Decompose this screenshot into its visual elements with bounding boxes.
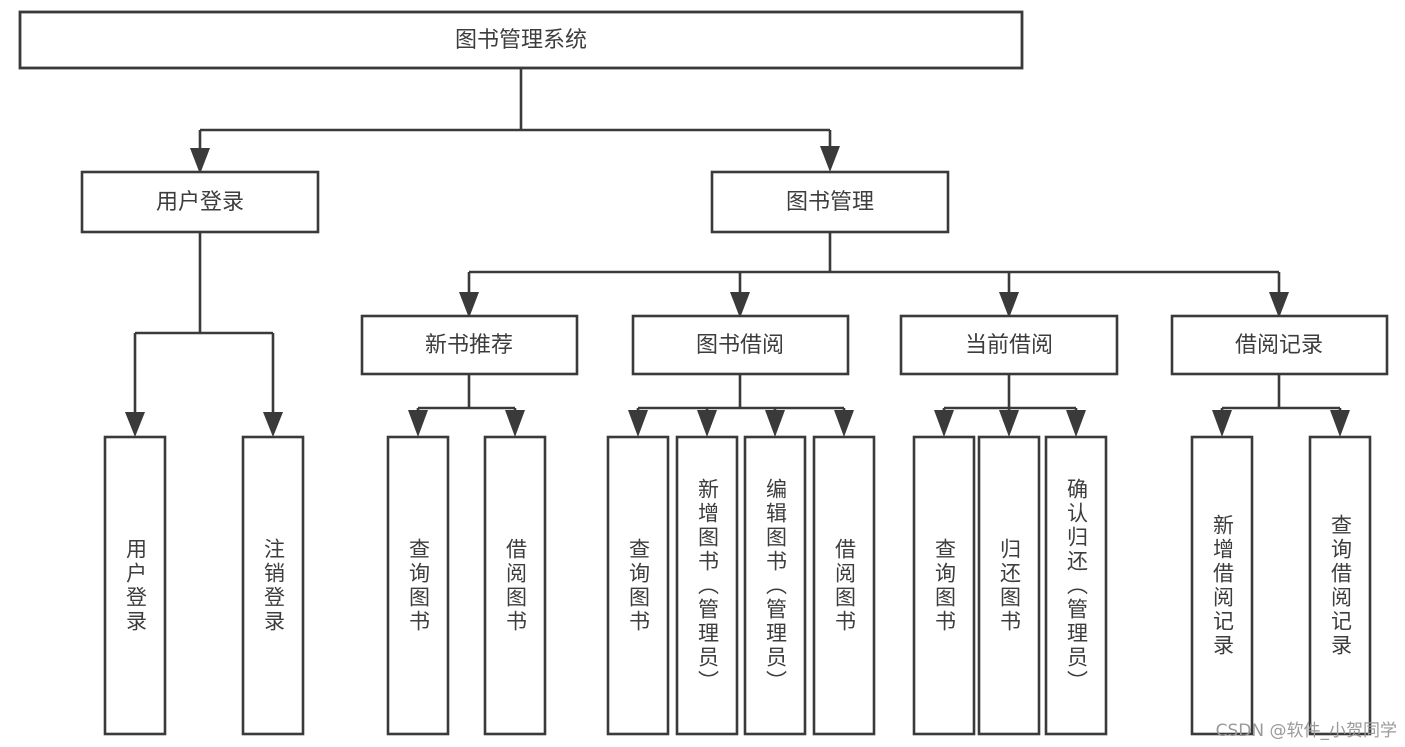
leaf-borrow-book-2-box[interactable] (812, 435, 876, 736)
leaf-user-logout[interactable] (241, 435, 305, 736)
arrow-head-leaf-add-record (1212, 410, 1232, 437)
leaf-user-logout-box[interactable] (241, 435, 305, 736)
node-user-login[interactable]: 用户登录 (80, 170, 320, 234)
arrow-head-leaf-confirm-return (1066, 410, 1086, 437)
arrow-head-leaf-query-record (1330, 410, 1350, 437)
node-root-box[interactable] (18, 10, 1024, 70)
node-book-manage[interactable]: 图书管理 (710, 170, 950, 234)
leaf-borrow-book-1-box[interactable] (483, 435, 547, 736)
node-borrow-record-box[interactable] (1170, 314, 1389, 376)
leaf-query-record[interactable] (1308, 435, 1372, 736)
node-user-login-label: 用户登录 (156, 190, 244, 215)
node-current-borrow-box[interactable] (899, 314, 1119, 376)
node-book-manage-label: 图书管理 (786, 190, 874, 215)
leaf-query-book-1[interactable] (386, 435, 450, 736)
leaf-query-book-1-box[interactable] (386, 435, 450, 736)
node-current-borrow[interactable]: 当前借阅 (899, 314, 1119, 376)
arrow-head-leaf-query-book-3 (934, 410, 954, 437)
arrow-head-leaf-user-login (125, 412, 145, 437)
leaf-edit-book-box[interactable] (743, 435, 807, 736)
leaf-return-book[interactable] (977, 435, 1041, 736)
leaf-query-book-2[interactable] (606, 435, 670, 736)
arrow-head-user-login (190, 148, 210, 174)
arrow-head-leaf-borrow-book-1 (505, 410, 525, 437)
arrow-head-leaf-edit-book (765, 410, 785, 437)
leaf-query-record-box[interactable] (1308, 435, 1372, 736)
leaf-query-book-3-box[interactable] (912, 435, 976, 736)
arrow-head-leaf-return-book (999, 410, 1019, 437)
leaf-confirm-return[interactable] (1044, 435, 1108, 736)
arrow-head-leaf-borrow-book-2 (834, 410, 854, 437)
node-current-borrow-label: 当前借阅 (965, 333, 1053, 358)
arrow-head-borrow-record (1269, 292, 1289, 318)
leaf-borrow-book-1[interactable] (483, 435, 547, 736)
leaf-add-book[interactable] (675, 435, 739, 736)
leaf-add-book-box[interactable] (675, 435, 739, 736)
arrow-head-book-borrow (730, 292, 750, 318)
arrow-head-leaf-query-book-1 (408, 410, 428, 437)
leaf-user-login[interactable] (103, 435, 167, 736)
arrow-head-leaf-query-book-2 (628, 410, 648, 437)
arrow-head-leaf-user-logout (263, 412, 283, 437)
node-book-manage-box[interactable] (710, 170, 950, 234)
leaf-add-record-box[interactable] (1190, 435, 1254, 736)
leaf-return-book-box[interactable] (977, 435, 1041, 736)
node-new-book-recommend[interactable]: 新书推荐 (360, 314, 579, 376)
arrow-head-leaf-add-book (697, 410, 717, 437)
arrow-head-new-book-recommend (459, 292, 479, 318)
node-new-book-recommend-label: 新书推荐 (425, 333, 513, 358)
leaf-add-record[interactable] (1190, 435, 1254, 736)
arrow-head-book-manage (820, 146, 840, 172)
node-borrow-record[interactable]: 借阅记录 (1170, 314, 1389, 376)
node-book-borrow[interactable]: 图书借阅 (631, 314, 850, 376)
node-book-borrow-label: 图书借阅 (696, 333, 784, 358)
leaf-user-login-box[interactable] (103, 435, 167, 736)
leaf-borrow-book-2[interactable] (812, 435, 876, 736)
leaf-edit-book[interactable] (743, 435, 807, 736)
connector-layer (125, 68, 1350, 437)
node-root[interactable]: 图书管理系统 (18, 10, 1024, 70)
leaf-query-book-3[interactable] (912, 435, 976, 736)
node-root-label: 图书管理系统 (455, 28, 587, 53)
node-book-borrow-box[interactable] (631, 314, 850, 376)
arrow-head-current-borrow (999, 292, 1019, 318)
node-borrow-record-label: 借阅记录 (1235, 333, 1323, 358)
node-new-book-recommend-box[interactable] (360, 314, 579, 376)
leaf-confirm-return-box[interactable] (1044, 435, 1108, 736)
node-user-login-box[interactable] (80, 170, 320, 234)
leaf-query-book-2-box[interactable] (606, 435, 670, 736)
